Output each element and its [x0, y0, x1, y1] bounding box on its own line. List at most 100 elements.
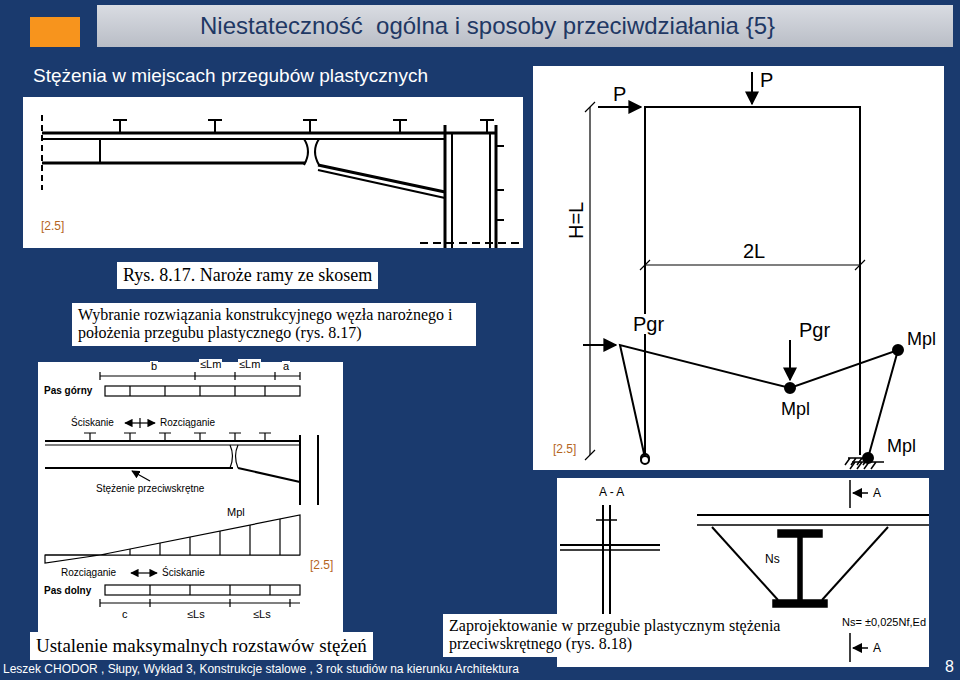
drawing-rect [23, 97, 523, 248]
drawing-label: Stężenie przeciwskrętne [95, 484, 205, 494]
drawing-label: Ns [764, 553, 781, 565]
drawing-label: Mpl [906, 330, 937, 348]
drawing-label: Pgr [632, 314, 665, 334]
drawing-label: 2L [742, 241, 766, 261]
drawing-label: a [282, 361, 290, 372]
drawing-path [645, 107, 860, 455]
drawing-line [589, 107, 590, 455]
slide-title: Niestateczność ogólna i sposoby przeciwd… [97, 5, 953, 47]
drawing-label: A [872, 642, 882, 654]
caption-box: Ustalenie maksymalnych rozstawów stężeń [30, 632, 373, 660]
drawing-line [41, 115, 43, 190]
drawing-label: Pas górny [43, 386, 93, 396]
footer-text: 8 [945, 659, 954, 675]
drawing-line [495, 125, 498, 248]
drawing-label: Rozciąganie [159, 418, 216, 428]
drawing-circle [641, 456, 649, 464]
caption-box: Wybranie rozwiązania konstrukcyjnego węz… [72, 303, 476, 346]
drawing-line [583, 344, 616, 346]
drawing-label: Ns= ±0,025Nf,Ed [841, 617, 927, 628]
frame-mechanism-drawing [533, 66, 944, 470]
drawing-line [42, 162, 305, 165]
drawing-line [849, 633, 851, 662]
caption-text: Zaprojektowanie w przegubie plastycznym … [449, 617, 833, 654]
drawing-path [496, 146, 504, 220]
drawing-path [100, 372, 300, 380]
drawing-circle [785, 383, 795, 393]
drawing-line [489, 133, 491, 248]
drawing-line [100, 375, 300, 376]
slide-subtitle: Stężenia w miejscach przegubów plastyczn… [33, 66, 428, 85]
drawing-line [853, 647, 868, 649]
drawing-line [318, 170, 445, 198]
drawing-line [318, 165, 445, 192]
drawing-label: ≤Lm [199, 359, 222, 370]
footer-text: Leszek CHODOR , Słupy, Wykład 3, Konstru… [3, 663, 519, 675]
drawing-line [299, 435, 301, 505]
brace-spacing-drawing [38, 362, 343, 632]
drawing-line [697, 524, 929, 526]
title-bar: Niestateczność ogólna i sposoby przeciwd… [97, 5, 953, 47]
drawing-label: Mpl [226, 507, 246, 518]
drawing-label: ≤Ls [186, 609, 206, 620]
drawing-label: Pas dolny [43, 586, 92, 596]
drawing-line [238, 468, 300, 482]
drawing-label: Mpl [886, 437, 917, 455]
drawing-line [444, 125, 447, 248]
drawing-rect [105, 585, 300, 595]
drawing-line [131, 572, 157, 573]
drawing-line [849, 480, 851, 508]
drawing-rect [798, 537, 802, 600]
drawing-label: [2.5] [309, 559, 334, 571]
drawing-polygon [100, 515, 300, 555]
caption-text: Rys. 8.17. Naroże ramy ze skosem [123, 265, 372, 286]
drawing-rect [38, 362, 343, 632]
drawing-label: P [759, 70, 774, 90]
drawing-rect [778, 530, 822, 537]
drawing-label: A [872, 487, 882, 499]
drawing-line [45, 440, 300, 442]
haunch-corner-drawing [23, 97, 523, 248]
caption-text: Wybranie rozwiązania konstrukcyjnego węz… [78, 306, 470, 343]
drawing-line [42, 132, 495, 135]
drawing-label: [2.5] [40, 220, 65, 232]
drawing-line [822, 527, 888, 600]
drawing-polygon [45, 555, 100, 563]
drawing-path [596, 519, 617, 521]
drawing-label: ≤Lm [238, 359, 261, 370]
drawing-rect [105, 386, 300, 396]
drawing-line [789, 340, 791, 380]
drawing-line [45, 444, 300, 445]
drawing-label: H=L [566, 201, 586, 240]
accent-square [30, 17, 80, 47]
drawing-path [585, 102, 595, 460]
drawing-label: [2.5] [552, 443, 577, 455]
drawing-line [45, 467, 233, 469]
drawing-path [130, 519, 280, 555]
drawing-line [42, 138, 445, 140]
drawing-line [420, 242, 520, 244]
drawing-rect [533, 66, 944, 470]
drawing-label: P [612, 84, 627, 104]
drawing-path [150, 585, 270, 595]
drawing-line [317, 435, 319, 505]
drawing-line [451, 133, 453, 248]
caption-text: Ustalenie maksymalnych rozstawów stężeń [36, 635, 367, 657]
drawing-polyline [620, 345, 898, 458]
drawing-line [645, 264, 860, 265]
drawing-line [697, 514, 929, 516]
drawing-path [100, 599, 290, 607]
drawing-line [751, 72, 753, 104]
drawing-path [304, 139, 319, 165]
drawing-path [130, 386, 265, 396]
drawing-label: ≤Ls [252, 609, 272, 620]
drawing-line [139, 418, 140, 428]
drawing-path [640, 260, 865, 270]
caption-box: Zaprojektowanie w przegubie plastycznym … [443, 614, 839, 657]
drawing-rect [773, 600, 827, 607]
drawing-path [113, 120, 494, 133]
drawing-path [850, 462, 884, 469]
drawing-line [99, 139, 101, 163]
drawing-label: Mpl [780, 400, 811, 418]
drawing-line [602, 505, 604, 614]
